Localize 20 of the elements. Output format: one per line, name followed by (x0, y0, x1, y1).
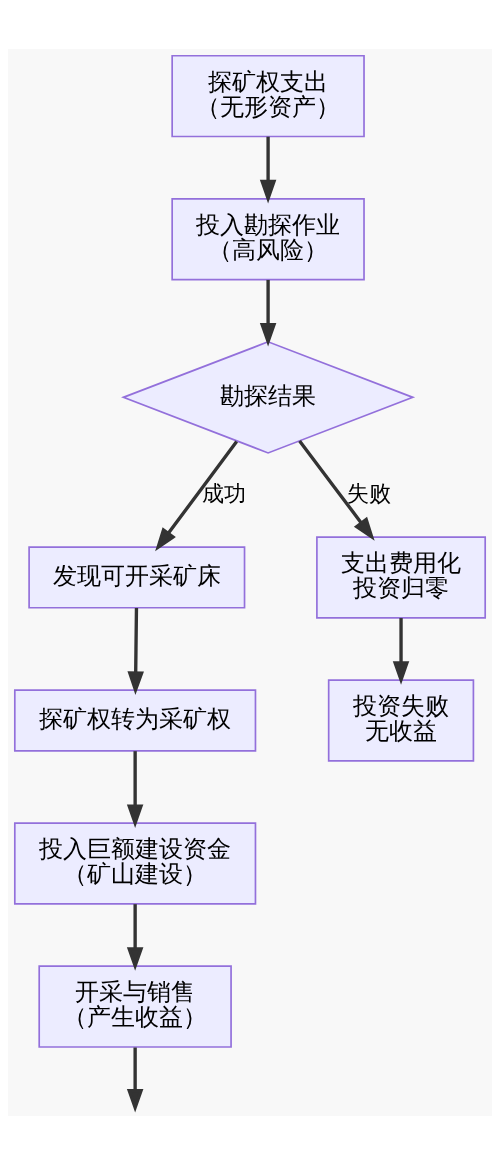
node-box: 探矿权支出 （无形资产） (171, 54, 365, 137)
arrow (126, 1047, 144, 1113)
node-box: 投资失败 无收益 (327, 678, 475, 762)
arrow (259, 279, 277, 347)
edge-label: 成功 (202, 480, 247, 506)
arrow (126, 903, 144, 971)
arrow (259, 136, 277, 203)
node-box: 投入勘探作业 （高风险） (171, 197, 365, 280)
node-box: 支出费用化 投资归零 (316, 535, 487, 619)
node-box: 开采与销售 （产生收益） (38, 964, 232, 1048)
node-box: 探矿权转为采矿权 (13, 688, 257, 752)
node-box: 投入巨额建设资金 （矿山建设） (13, 821, 257, 905)
node-box: 发现可开采矿床 (28, 545, 246, 609)
arrow (392, 617, 410, 685)
node-diamond: 勘探结果 (121, 340, 416, 454)
edge-label: 失败 (347, 480, 392, 506)
arrow (127, 607, 144, 695)
arrow (298, 439, 375, 541)
arrow (155, 439, 238, 551)
arrow (126, 750, 144, 828)
